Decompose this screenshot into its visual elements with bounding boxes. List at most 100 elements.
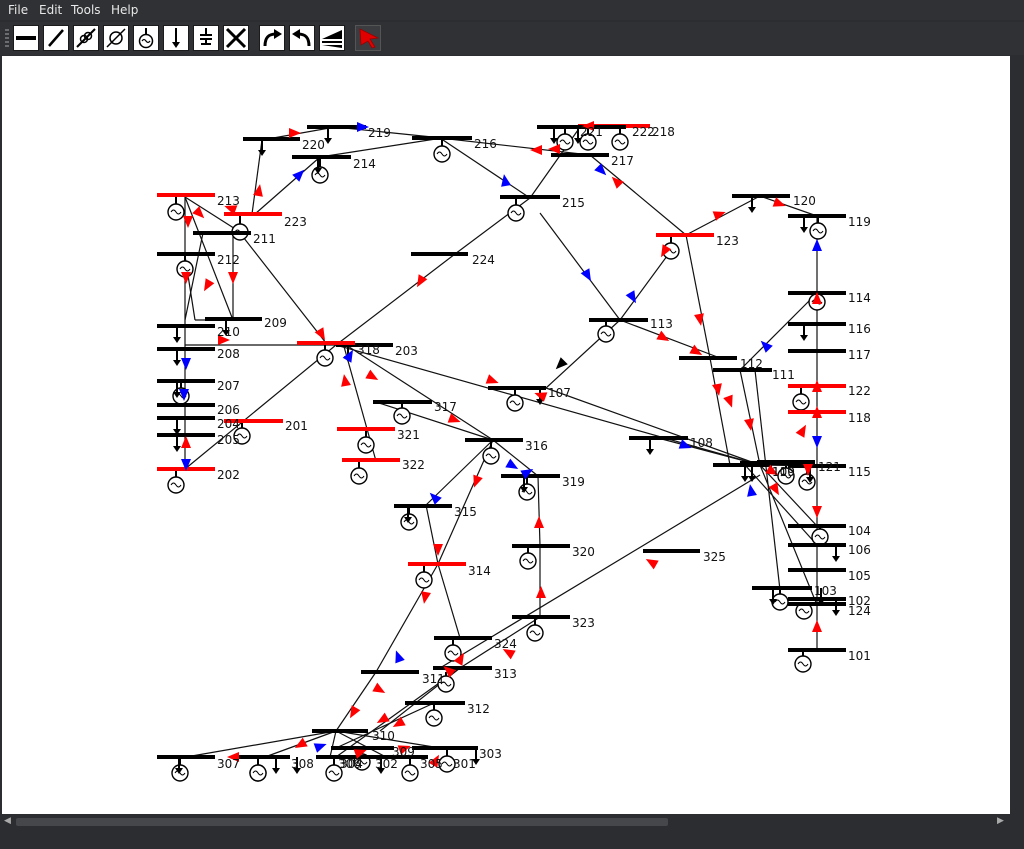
transmission-line[interactable] [589,154,687,236]
bus-108[interactable] [629,436,688,440]
bus-204[interactable] [157,416,215,420]
generator-icon[interactable] [401,757,419,782]
generator-icon[interactable] [316,343,334,367]
bus-102[interactable] [788,597,846,601]
transmission-line[interactable] [335,344,761,466]
generator-icon[interactable] [792,386,810,411]
transmission-line[interactable] [254,156,321,215]
horizontal-scrollbar[interactable]: ◀ ▶ [0,815,1010,829]
generator-icon[interactable] [438,748,456,773]
generator-icon[interactable] [482,440,500,465]
generator-icon[interactable] [167,195,185,221]
load-arrow-icon[interactable] [258,139,266,156]
bus-121[interactable] [757,460,815,464]
bus-312[interactable] [405,701,465,705]
transmission-line[interactable] [545,387,761,466]
menu-edit[interactable]: Edit [39,3,63,17]
menu-help[interactable]: Help [111,3,139,17]
load-arrow-icon[interactable] [800,216,808,233]
generator-icon[interactable] [579,127,597,151]
generator-icon[interactable] [507,197,525,222]
bus-216[interactable] [412,136,472,140]
transmission-line[interactable] [335,730,387,758]
undo-button[interactable] [289,25,315,51]
transmission-line[interactable] [459,616,541,669]
transmission-line[interactable] [439,474,761,669]
generator-icon[interactable] [433,138,451,163]
generator-icon[interactable] [506,388,524,412]
bus-123[interactable] [656,233,714,237]
transmission-line[interactable] [425,439,494,506]
bus-318[interactable] [297,341,355,345]
bus-205[interactable] [157,433,215,437]
menu-tools[interactable]: Tools [71,3,101,17]
generator-icon[interactable] [231,214,249,241]
bus-306[interactable] [316,755,368,759]
toolbar-grip-handle[interactable] [5,29,9,49]
bus-310[interactable] [312,729,368,733]
generator-icon[interactable] [415,564,433,589]
generator-icon[interactable] [526,617,544,642]
bus-212[interactable] [157,252,215,256]
bus-213[interactable] [157,193,215,197]
bus-103[interactable] [752,586,812,590]
bus-309[interactable] [331,746,394,750]
generator-icon[interactable] [794,650,812,673]
bus-224[interactable] [411,252,468,256]
scroll-left-arrow-icon[interactable]: ◀ [4,816,11,826]
transmission-line[interactable] [375,401,494,441]
transmission-line[interactable] [184,232,204,321]
generator-icon[interactable] [597,320,615,343]
bus-317[interactable] [373,400,432,404]
bus-201[interactable] [224,419,283,423]
generator-icon[interactable] [325,757,343,782]
bus-311[interactable] [361,670,419,674]
transmission-line[interactable] [335,702,435,749]
bus-208[interactable] [157,347,215,351]
generator-icon[interactable] [167,469,185,494]
transmission-line[interactable] [754,369,781,591]
load-arrow-icon[interactable] [173,349,181,366]
bus-206[interactable] [157,403,215,407]
transmission-line[interactable] [425,504,439,565]
transmission-line[interactable] [619,319,721,359]
generator-icon[interactable] [425,703,443,727]
transmission-line[interactable] [439,137,531,199]
scroll-right-arrow-icon[interactable]: ▶ [997,816,1004,826]
bus-211[interactable] [193,231,251,235]
load-arrow-icon[interactable] [173,326,181,343]
bus-107[interactable] [488,386,546,390]
bus-115[interactable] [788,464,846,468]
generator-icon[interactable] [437,672,455,693]
phase-shifter-tool-button[interactable] [103,25,129,51]
bus-tool-button[interactable] [13,25,39,51]
transmission-line[interactable] [319,137,443,158]
load-tool-button[interactable] [163,25,189,51]
bus-210[interactable] [157,324,215,328]
transmission-line[interactable] [744,464,818,546]
bus-112[interactable] [679,356,737,360]
line-tool-button[interactable] [43,25,69,51]
transmission-line[interactable] [329,730,337,758]
generator-icon[interactable] [350,460,368,485]
bus-101[interactable] [788,648,846,652]
transmission-line[interactable] [335,730,441,749]
bus-105[interactable] [788,568,846,572]
transmission-line[interactable] [184,196,234,321]
generator-icon[interactable] [556,127,574,151]
bus-217[interactable] [551,153,609,157]
delete-tool-button[interactable] [223,25,249,51]
select-tool-button[interactable] [355,25,381,51]
load-arrow-icon[interactable] [748,465,756,482]
transmission-line[interactable] [539,212,621,321]
transmission-line[interactable] [685,234,711,359]
bus-220[interactable] [243,137,300,141]
generator-icon[interactable] [393,402,411,425]
bus-111[interactable] [713,368,772,372]
bus-222[interactable] [567,125,626,129]
bus-207[interactable] [157,379,215,383]
vertical-scrollbar[interactable] [1010,56,1024,814]
bus-307[interactable] [157,755,215,759]
transmission-line[interactable] [185,730,337,758]
